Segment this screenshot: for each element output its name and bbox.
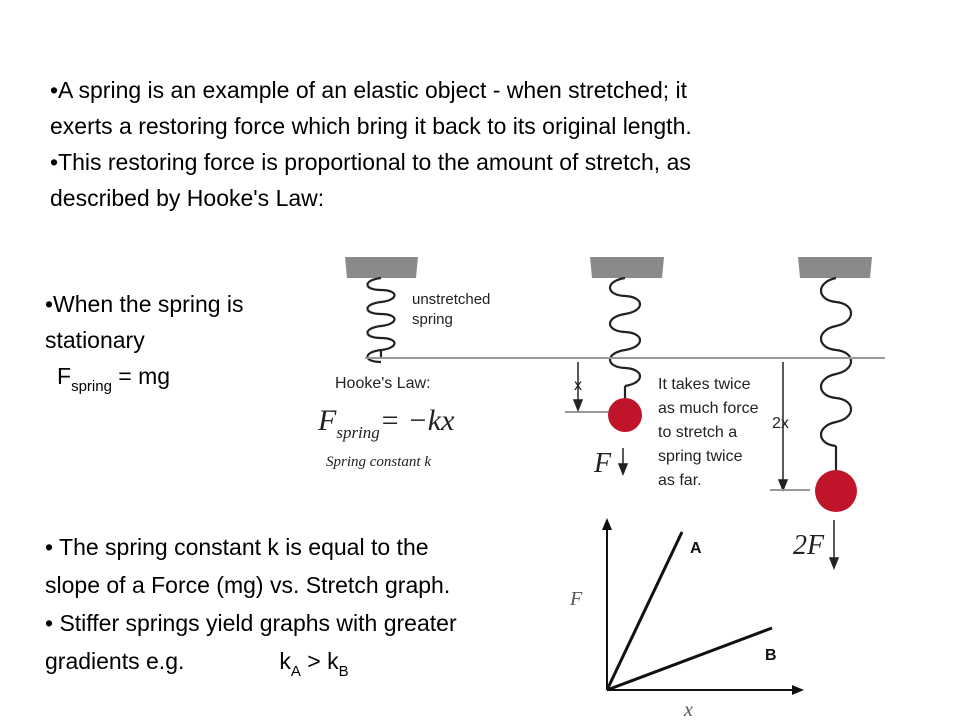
stationary-note: •When the spring is stationary Fspring =…: [45, 286, 315, 398]
formula-rhs: = −kx: [380, 404, 455, 437]
unstretched-label-1: unstretched: [412, 291, 490, 308]
kslope-line-3: • Stiffer springs yield graphs with grea…: [45, 610, 457, 636]
spring-constant-label: Spring constant k: [326, 454, 431, 470]
twice-line-2: as much force: [658, 400, 759, 417]
spring-stretched-2x: [819, 276, 853, 470]
mass-2: [815, 470, 857, 512]
twice-line-5: as far.: [658, 472, 702, 489]
ceiling-2: [590, 257, 664, 278]
f-label: F: [593, 448, 612, 479]
twice-line-1: It takes twice: [658, 376, 751, 393]
stationary-line-2: stationary: [45, 327, 145, 353]
graph-x-arrow: [792, 685, 804, 695]
ceiling-1: [345, 257, 418, 278]
formula-f: F: [317, 404, 337, 437]
x-dimension: [572, 362, 584, 413]
springs: [366, 276, 853, 470]
kslope-line-4: gradients e.g.kA > kB: [45, 642, 555, 684]
stationary-equation: Fspring = mg: [45, 358, 315, 398]
kslope-line-1: • The spring constant k is equal to the: [45, 534, 429, 560]
formula-sub: spring: [336, 423, 379, 442]
twice-line-4: spring twice: [658, 448, 743, 465]
spring-stretched-x: [608, 276, 642, 400]
f-rhs: = mg: [111, 363, 171, 389]
ceiling-3: [798, 257, 872, 278]
reference-lines: [365, 357, 885, 413]
k-a-symbol: k: [279, 648, 291, 674]
force-arrows: [617, 448, 840, 571]
k-a-subscript: A: [290, 663, 301, 680]
f-symbol: F: [57, 363, 72, 389]
hookes-law-label: Hooke's Law:: [335, 375, 431, 392]
twice-line-3: to stretch a: [658, 424, 737, 441]
two-x-dimension: [770, 362, 810, 493]
hookes-formula: Fspring= −kx: [317, 404, 455, 442]
k-b-subscript: B: [338, 663, 349, 680]
graph-y-label: F: [569, 588, 583, 610]
spring-unstretched: [366, 276, 396, 364]
graph-line-a: [605, 531, 684, 691]
x-label: x: [574, 377, 582, 394]
two-f-label: 2F: [793, 530, 825, 561]
intro-text: •A spring is an example of an elastic ob…: [50, 72, 910, 216]
graph-y-arrow: [602, 518, 612, 530]
k-b-symbol: k: [327, 648, 339, 674]
ceiling-blocks: [345, 257, 872, 278]
gt-symbol: >: [300, 648, 328, 674]
intro-line-1: •A spring is an example of an elastic ob…: [50, 77, 688, 103]
two-x-label: 2x: [772, 415, 789, 432]
graph-line-b: [606, 626, 773, 692]
gradients-prefix: gradients e.g.: [45, 648, 185, 674]
graph-label-b: B: [765, 647, 777, 664]
kslope-line-2: slope of a Force (mg) vs. Stretch graph.: [45, 572, 451, 598]
intro-line-4: described by Hooke's Law:: [50, 185, 325, 211]
f-subscript: spring: [71, 378, 112, 395]
unstretched-label-2: spring: [412, 311, 453, 328]
graph-label-a: A: [690, 540, 702, 557]
graph-x-label: x: [683, 699, 693, 720]
stationary-line-1: •When the spring is: [45, 291, 244, 317]
intro-line-3: •This restoring force is proportional to…: [50, 149, 691, 175]
mass-1: [608, 398, 642, 432]
spring-constant-text: • The spring constant k is equal to the …: [45, 528, 555, 684]
intro-line-2: exerts a restoring force which bring it …: [50, 113, 692, 139]
